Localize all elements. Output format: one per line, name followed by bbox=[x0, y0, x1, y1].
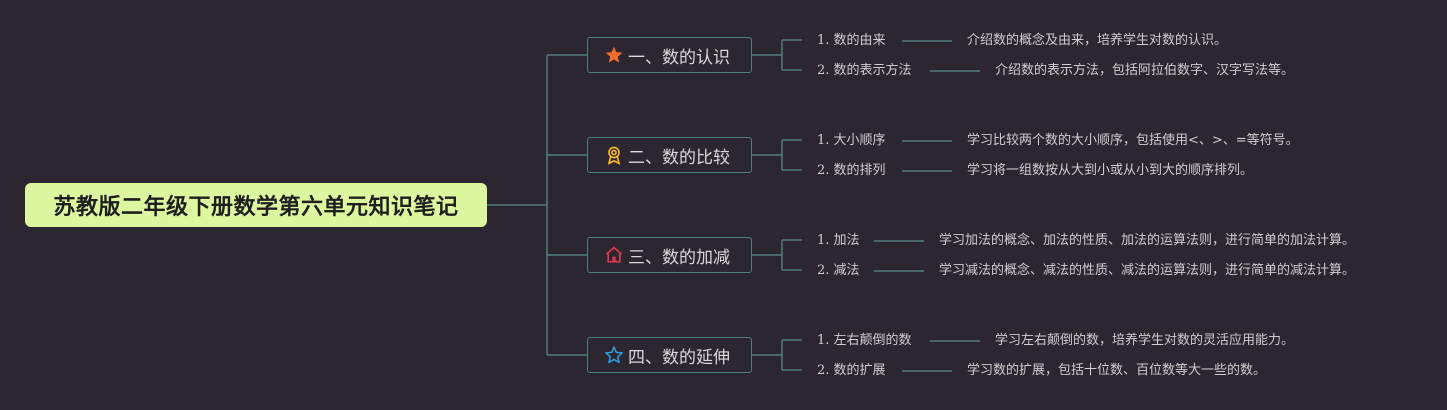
leaf-desc: 学习比较两个数的大小顺序，包括使用<、>、=等符号。 bbox=[967, 133, 1299, 148]
root-topic[interactable]: 苏教版二年级下册数学第六单元知识笔记 bbox=[25, 183, 487, 227]
branch-addition-subtraction[interactable]: 三、数的加减 bbox=[587, 237, 752, 273]
branch-label: 三、数的加减 bbox=[628, 247, 730, 268]
branch-number-extension[interactable]: 四、数的延伸 bbox=[587, 337, 752, 373]
leaf-desc: 学习将一组数按从大到小或从小到大的顺序排列。 bbox=[967, 163, 1254, 178]
leaf-addition[interactable]: 1. 加法 bbox=[817, 233, 860, 248]
award-ribbon-icon bbox=[604, 145, 624, 165]
leaf-arrangement[interactable]: 2. 数的排列 bbox=[817, 163, 886, 178]
leaf-representation[interactable]: 2. 数的表示方法 bbox=[817, 63, 912, 78]
leaf-subtraction[interactable]: 2. 减法 bbox=[817, 263, 860, 278]
leaf-desc: 介绍数的概念及由来，培养学生对数的认识。 bbox=[967, 33, 1228, 48]
leaf-desc: 学习左右颠倒的数，培养学生对数的灵活应用能力。 bbox=[995, 333, 1295, 348]
home-icon bbox=[604, 245, 624, 265]
leaf-size-order[interactable]: 1. 大小顺序 bbox=[817, 133, 886, 148]
branch-number-recognition[interactable]: 一、数的认识 bbox=[587, 37, 752, 73]
leaf-number-expansion[interactable]: 2. 数的扩展 bbox=[817, 363, 886, 378]
star-outline-icon bbox=[604, 345, 624, 365]
leaf-origin[interactable]: 1. 数的由来 bbox=[817, 33, 886, 48]
leaf-desc: 学习加法的概念、加法的性质、加法的运算法则，进行简单的加法计算。 bbox=[939, 233, 1356, 248]
branch-label: 四、数的延伸 bbox=[628, 347, 730, 368]
star-filled-icon bbox=[604, 45, 624, 65]
leaf-desc: 介绍数的表示方法，包括阿拉伯数字、汉字写法等。 bbox=[995, 63, 1295, 78]
branch-label: 二、数的比较 bbox=[628, 147, 730, 168]
leaf-desc: 学习数的扩展，包括十位数、百位数等大一些的数。 bbox=[967, 363, 1267, 378]
leaf-reversed-numbers[interactable]: 1. 左右颠倒的数 bbox=[817, 333, 912, 348]
branch-number-comparison[interactable]: 二、数的比较 bbox=[587, 137, 752, 173]
leaf-desc: 学习减法的概念、减法的性质、减法的运算法则，进行简单的减法计算。 bbox=[939, 263, 1356, 278]
branch-label: 一、数的认识 bbox=[628, 47, 730, 68]
